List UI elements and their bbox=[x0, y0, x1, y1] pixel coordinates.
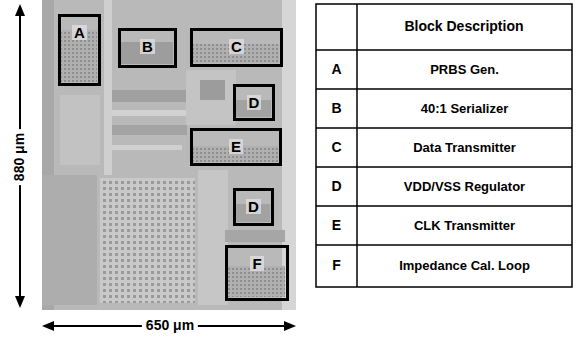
table-cell: VDD/VSS Regulator bbox=[404, 179, 525, 193]
block-letter: B bbox=[140, 39, 155, 54]
circuit-block-box: D bbox=[233, 84, 275, 121]
circuit-block-box: E bbox=[190, 128, 282, 166]
block-letter: F bbox=[250, 256, 263, 271]
block-letter: D bbox=[246, 199, 261, 214]
circuit-block-box: D bbox=[233, 188, 274, 226]
table-cell: F bbox=[332, 258, 341, 273]
table-cell: PRBS Gen. bbox=[430, 62, 499, 76]
table-cell: Impedance Cal. Loop bbox=[399, 259, 530, 273]
dimension-label: 880 μm bbox=[12, 129, 27, 185]
table-cell: CLK Transmitter bbox=[414, 218, 515, 232]
table-cell: Data Transmitter bbox=[413, 140, 516, 154]
block-letter: E bbox=[229, 139, 243, 154]
block-letter: C bbox=[229, 39, 244, 54]
circuit-block-box: C bbox=[190, 28, 283, 67]
circuit-block-box: F bbox=[225, 245, 289, 301]
table-cell: A bbox=[331, 62, 341, 77]
table-cell: 40:1 Serializer bbox=[421, 101, 508, 115]
circuit-block-box: A bbox=[58, 14, 101, 86]
table-cell: C bbox=[331, 140, 341, 155]
table-cell: E bbox=[332, 218, 341, 233]
table-cell: D bbox=[331, 179, 341, 194]
table-header: Block Description bbox=[404, 19, 523, 34]
block-letter: D bbox=[247, 95, 262, 110]
table-cell: B bbox=[331, 101, 341, 116]
circuit-block-box: B bbox=[118, 28, 177, 68]
dimension-label: 650 μm bbox=[142, 318, 198, 333]
block-letter: A bbox=[72, 25, 87, 40]
